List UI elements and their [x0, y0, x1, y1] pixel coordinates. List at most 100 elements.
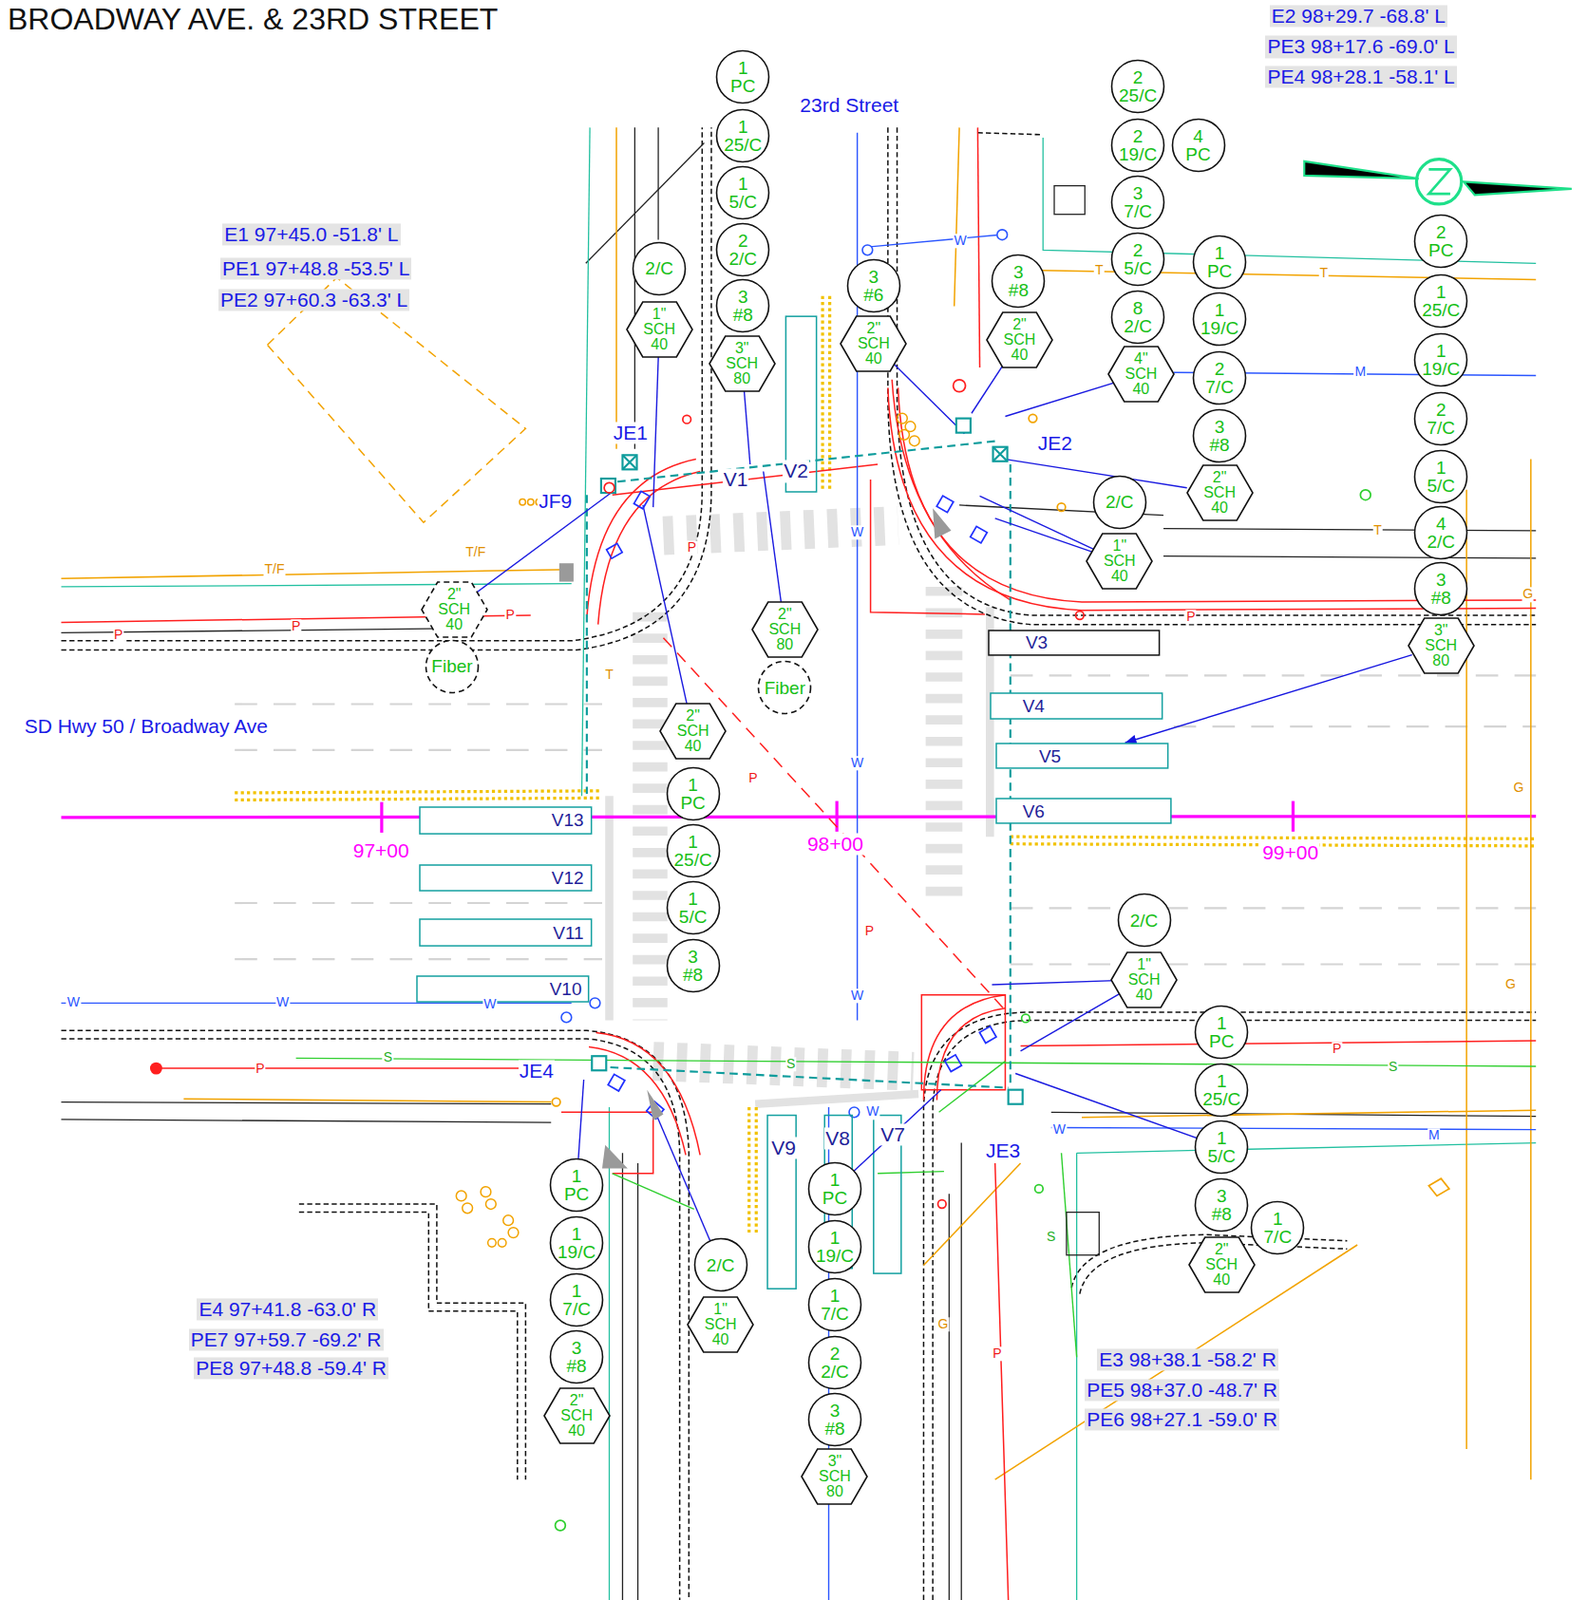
detector-loop-box-outline	[419, 865, 592, 891]
conductor-circle: 1 5/C	[1193, 1119, 1249, 1175]
median-stripe	[828, 296, 832, 492]
conductor-circle: 1 PC	[665, 766, 721, 822]
power-line	[891, 379, 1011, 601]
conductor-circle-outline	[808, 1162, 861, 1215]
station-offset-note: PE7 97+59.7 -69.2' R	[189, 1328, 384, 1351]
cable-spec: 3" SCH 80	[1414, 623, 1468, 669]
utility-marker: T	[1318, 265, 1329, 281]
conductor-circle: 3 #8	[807, 1392, 863, 1448]
cable-spec: 2 PC	[1416, 223, 1466, 260]
curb-ramp	[932, 508, 951, 539]
utility-marker: M	[1427, 1128, 1441, 1143]
conductor-circle: 2/C	[1092, 474, 1148, 530]
cable-spec: V6	[1022, 802, 1045, 821]
curb-line	[60, 127, 711, 650]
conductor-circle-outline	[550, 1273, 604, 1326]
conduit-hexagon-outline	[1408, 618, 1475, 674]
cable-spec: 3" SCH 80	[715, 340, 769, 387]
detector-loop-box-outline	[419, 807, 592, 834]
detector-tag: V8	[824, 1128, 851, 1151]
utility-symbol	[953, 379, 966, 393]
conductor-circle: 2/C	[693, 1237, 749, 1293]
conductor-circle: 2 7/C	[1191, 350, 1248, 406]
detector-tag: V1	[722, 468, 750, 491]
utility-marker: T/F	[264, 562, 286, 577]
conductor-circle-outline	[717, 224, 770, 277]
tree	[519, 499, 526, 506]
utility-symbol	[682, 415, 692, 424]
conductor-circle-outline	[717, 50, 770, 103]
conductor-circle: 3 #8	[715, 278, 771, 334]
cable-spec: 2/C	[1095, 492, 1145, 511]
junction-box-tag: JE3	[984, 1140, 1021, 1163]
cable-spec: 1 PC	[718, 58, 768, 95]
junction-box-tag: JF9	[537, 490, 573, 512]
cable-spec: 1 PC	[668, 775, 719, 813]
utility-marker: P	[1185, 609, 1196, 624]
easement-outline	[267, 277, 527, 523]
conduit-hexagon: 3" SCH 80	[708, 335, 776, 393]
signal-pole-base	[606, 543, 624, 559]
detector-tag: V2	[782, 460, 810, 483]
signal-pole-base	[607, 1074, 625, 1092]
utility-symbol	[1054, 186, 1085, 215]
detector-loop-box-outline	[416, 976, 589, 1002]
cable-spec: 3" SCH 80	[808, 1454, 862, 1500]
cable-spec: 2/C	[634, 259, 684, 278]
conductor-circle-outline	[1415, 214, 1468, 267]
conductor-circle: 4 2/C	[1413, 505, 1469, 561]
curb-line	[977, 132, 1043, 135]
lane-line	[234, 675, 1536, 965]
water-valve	[997, 229, 1008, 241]
utility-symbol	[1076, 611, 1085, 621]
cable-spec: 1 19/C	[810, 1228, 860, 1266]
power-line	[152, 1067, 551, 1070]
curb-line	[888, 127, 1536, 624]
station-offset-note: E2 98+29.7 -68.8' L	[1269, 5, 1448, 28]
utility-marker: W	[865, 1105, 880, 1120]
signal-pole-base	[606, 491, 997, 1119]
conductor-circle-outline	[1415, 506, 1468, 559]
station-number: 97+00	[352, 840, 411, 863]
signal-pole-base	[979, 1026, 997, 1044]
conductor-circle-outline	[808, 1221, 861, 1274]
conductor-circle-outline	[1117, 894, 1171, 947]
crosswalk	[926, 586, 964, 899]
utility-marker: G	[1504, 977, 1517, 992]
detector-loop-box-outline	[987, 629, 1161, 657]
median-stripe	[234, 791, 603, 794]
leader-line	[1004, 459, 1187, 489]
conductor-circle: 3 #8	[1191, 408, 1248, 464]
utility-marker: M	[1354, 365, 1368, 380]
junction-box-tag: JE1	[612, 421, 649, 444]
conduit-hexagon-outline	[801, 1449, 868, 1505]
station-offset-note: PE1 97+48.8 -53.5' L	[220, 257, 412, 280]
conduit-hexagon-outline	[840, 316, 907, 372]
station-offset-note: PE6 98+27.1 -59.0' R	[1084, 1408, 1280, 1431]
conduit-hexagon: 2" SCH 40	[543, 1387, 611, 1445]
curb-line	[923, 1012, 1536, 1600]
cable-spec: 3 7/C	[1113, 184, 1163, 221]
conduit-hexagon-outline	[752, 602, 818, 658]
conductor-circle: 1 7/C	[1249, 1200, 1305, 1256]
cable-spec: 2 7/C	[1416, 400, 1466, 437]
conductor-circle: 1 25/C	[715, 108, 771, 164]
station-offset-note: PE2 97+60.3 -63.3' L	[218, 288, 410, 311]
lane-line	[234, 749, 603, 752]
power-line	[588, 1047, 686, 1156]
conduit-run	[1009, 464, 1012, 1084]
junction-box	[622, 454, 637, 470]
utility-symbol	[551, 1097, 561, 1107]
conduit-hexagon: 1" SCH 40	[686, 1296, 755, 1354]
conductor-circle-outline	[717, 280, 770, 333]
utility-symbol	[551, 186, 1450, 1532]
conduit-hexagon: 2" SCH 40	[1186, 464, 1254, 522]
cable-spec: 1 5/C	[1416, 458, 1466, 495]
median-stripe	[755, 1107, 758, 1235]
water-valve	[589, 998, 601, 1009]
cable-spec: V3	[1025, 633, 1048, 652]
power-line	[1020, 1040, 1537, 1046]
water-valve	[561, 1012, 572, 1023]
cable-spec: 1 7/C	[1252, 1209, 1303, 1247]
conductor-circle-outline	[694, 1239, 747, 1292]
